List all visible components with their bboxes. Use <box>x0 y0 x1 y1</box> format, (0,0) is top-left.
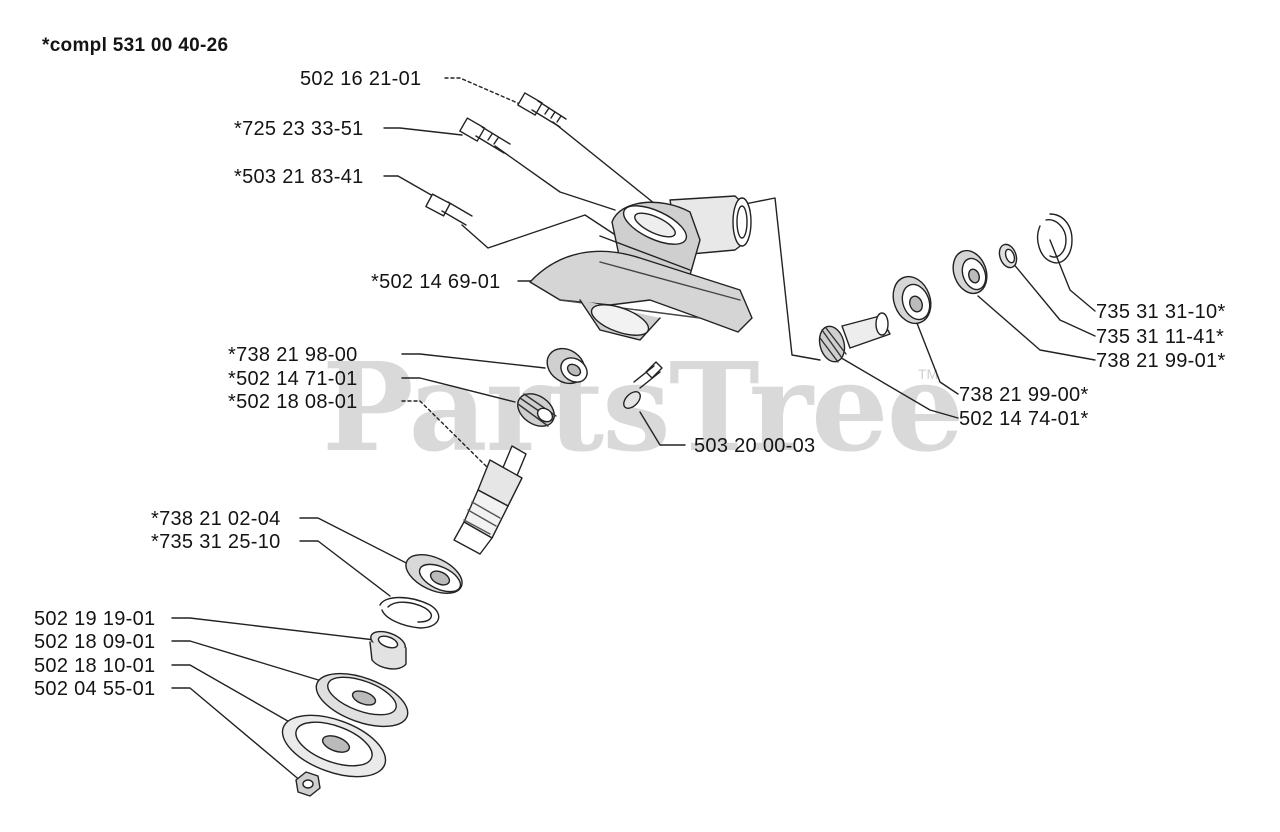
watermark: PartsTree <box>322 335 964 479</box>
bearing-738-21-99-01 <box>952 249 988 295</box>
gear-housing <box>529 195 753 341</box>
part-label[interactable]: 502 14 74-01* <box>959 408 1089 430</box>
part-label[interactable]: 738 21 99-00* <box>959 384 1089 406</box>
part-label[interactable]: 738 21 99-01* <box>1096 350 1226 372</box>
pinion-502-14-74-01 <box>818 312 891 363</box>
part-label[interactable]: *738 21 02-04 <box>151 508 281 530</box>
screw-503-21-83-41 <box>425 193 473 226</box>
assembly-title: *compl 531 00 40-26 <box>42 35 229 56</box>
part-label[interactable]: 503 20 00-03 <box>694 435 816 457</box>
spacer-502-19-19-01 <box>369 630 407 670</box>
screw-503-20-00-03 <box>623 361 663 409</box>
flange-502-18-10-01 <box>281 714 387 778</box>
part-label[interactable]: 502 18 09-01 <box>34 631 156 653</box>
part-label[interactable]: *735 31 25-10 <box>151 531 281 553</box>
screw-725-23-33-51 <box>459 117 511 154</box>
part-label[interactable]: 502 19 19-01 <box>34 608 156 630</box>
part-label[interactable]: *503 21 83-41 <box>234 166 364 188</box>
ring-735-31-11-41 <box>998 243 1018 269</box>
circlip-735-31-31-10 <box>1036 213 1073 264</box>
part-label[interactable]: *738 21 98-00 <box>228 344 358 366</box>
screw-502-16-21-01 <box>517 92 567 128</box>
part-label[interactable]: *502 14 69-01 <box>371 271 501 293</box>
part-label[interactable]: 735 31 31-10* <box>1096 301 1226 323</box>
part-label[interactable]: 735 31 11-41* <box>1096 326 1225 348</box>
part-label[interactable]: *502 18 08-01 <box>228 391 358 413</box>
watermark-trademark: TM <box>918 366 939 382</box>
support-cup-502-18-09-01 <box>315 672 409 728</box>
part-label[interactable]: *502 14 71-01 <box>228 368 358 390</box>
output-shaft-502-18-08-01 <box>453 445 527 555</box>
circlip-735-31-25-10 <box>379 596 440 629</box>
bearing-738-21-99-00 <box>892 275 932 325</box>
leader-lines <box>171 77 1096 783</box>
part-label[interactable]: *725 23 33-51 <box>234 118 364 140</box>
nut-502-04-55-01 <box>295 771 321 797</box>
part-label[interactable]: 502 04 55-01 <box>34 678 156 700</box>
part-label[interactable]: 502 18 10-01 <box>34 655 156 677</box>
bevel-gear-502-14-71-01 <box>517 393 557 427</box>
bearing-738-21-02-04 <box>405 554 463 594</box>
bearing-738-21-98-00 <box>546 347 588 385</box>
part-label[interactable]: 502 16 21-01 <box>300 68 422 90</box>
